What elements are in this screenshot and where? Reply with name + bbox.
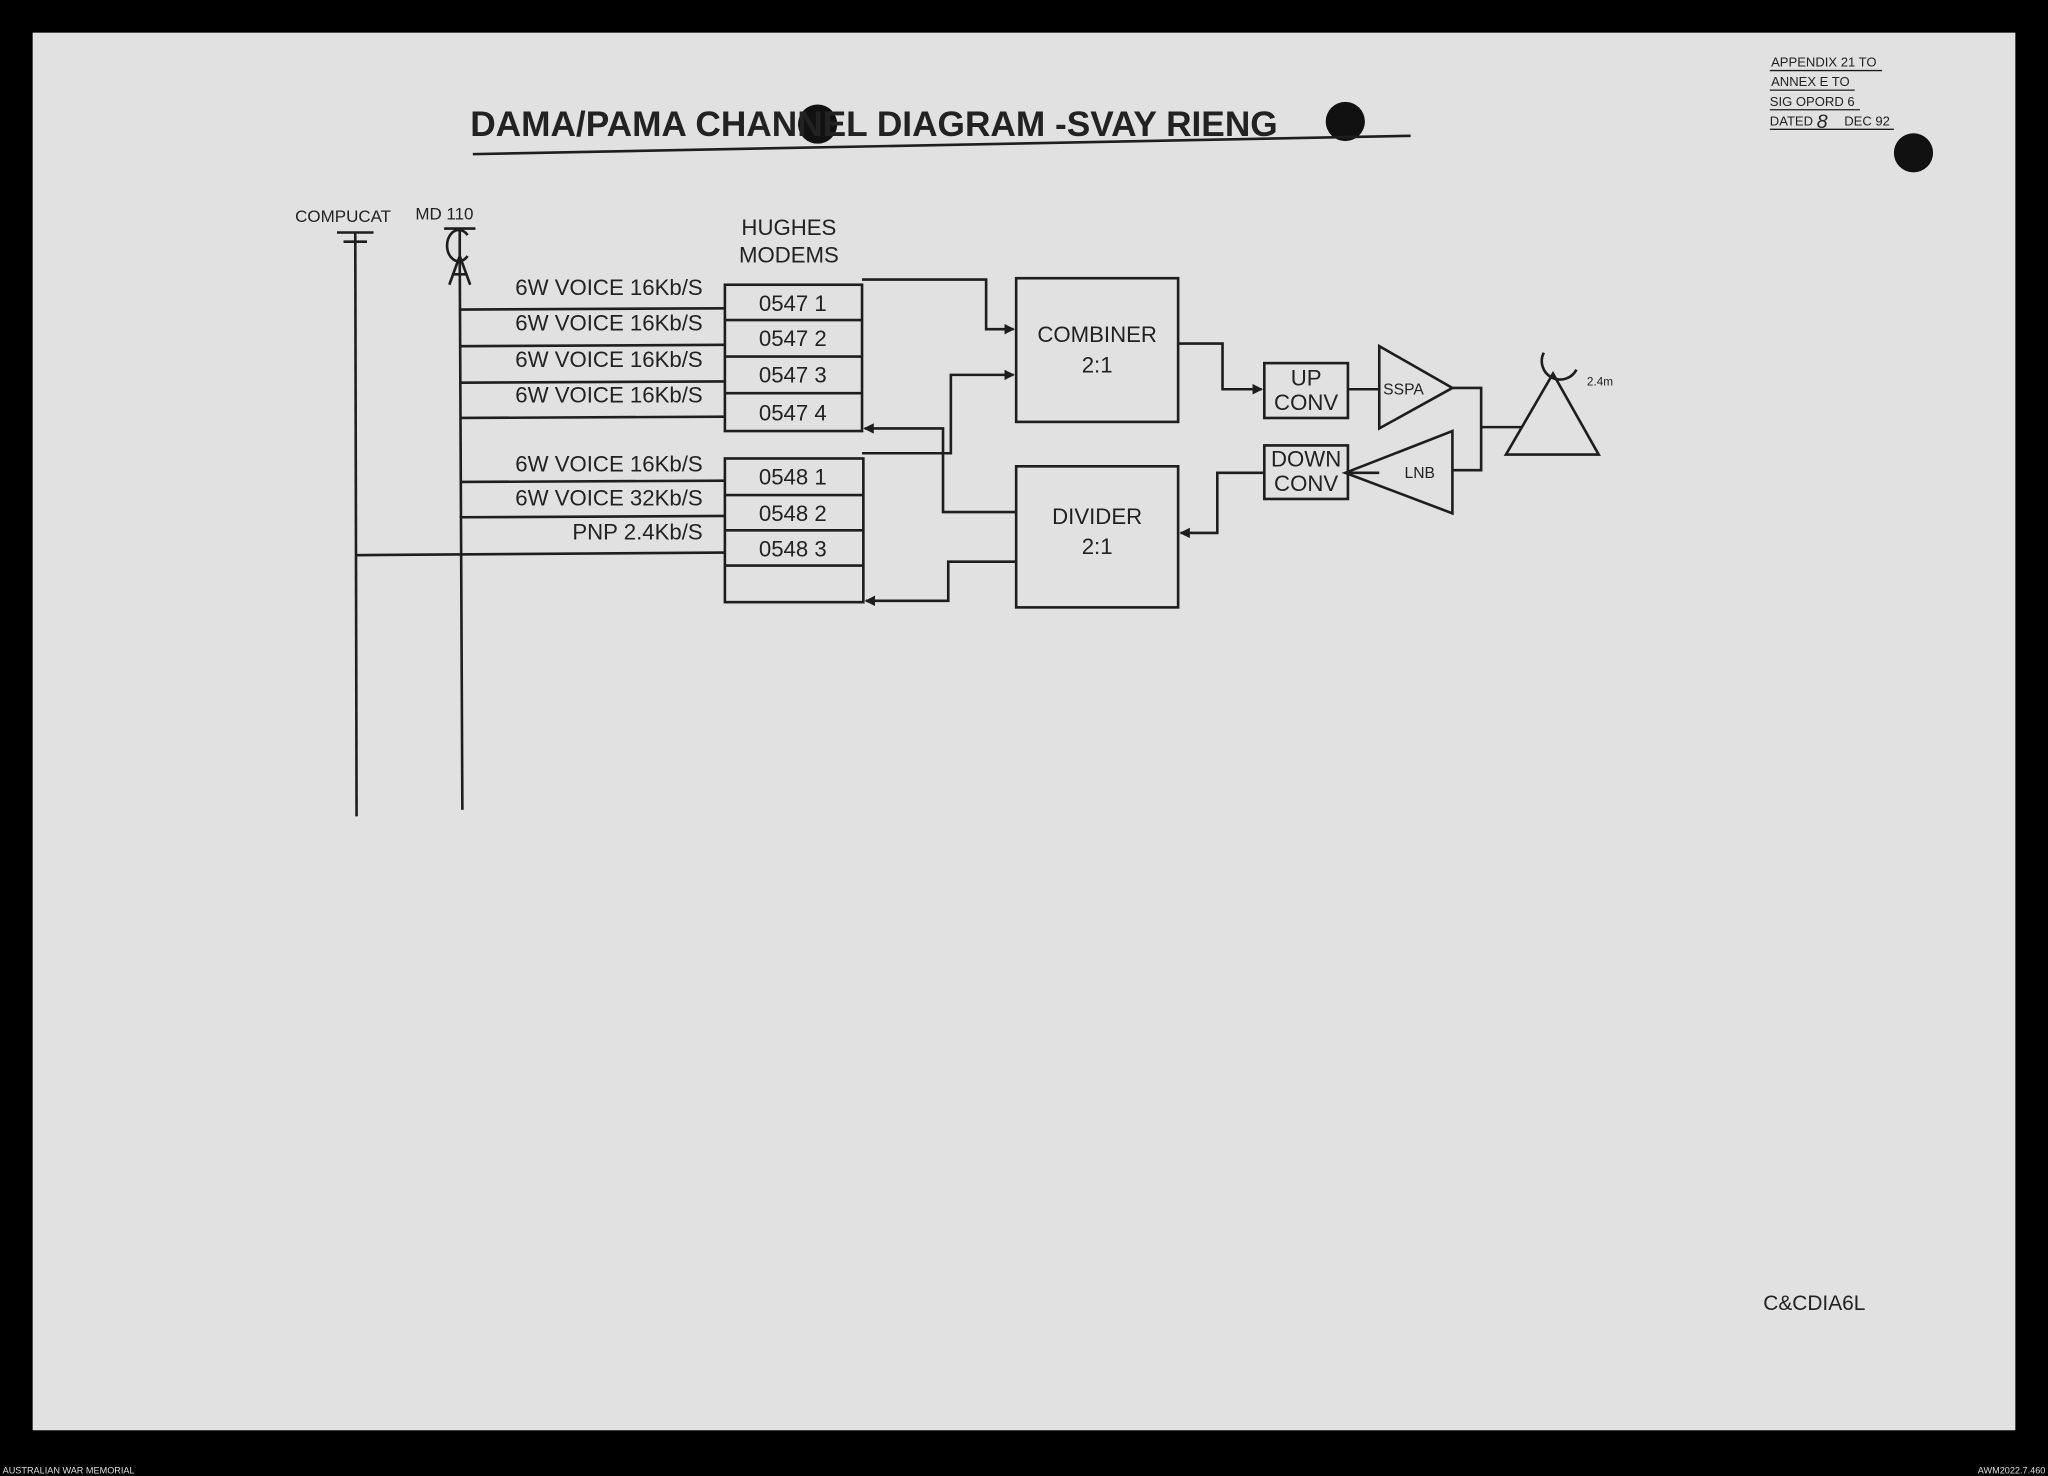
divider-block: DIVIDER 2:1 (1014, 465, 1180, 609)
compucat-terminal-icon (336, 231, 374, 817)
channel-label: 6W VOICE 16Kb/S (515, 275, 702, 300)
md110-terminal-icon (444, 227, 476, 810)
annex-line: ANNEX E TO (1771, 74, 1850, 89)
compucat-label: COMPUCAT (295, 207, 391, 226)
antenna-size-label: 2.4m (1587, 375, 1613, 388)
down-converter: DOWN CONV (1263, 444, 1350, 501)
modems-header: HUGHES (741, 215, 836, 240)
modem-id: 0547 2 (759, 326, 827, 351)
punch-hole (798, 104, 838, 144)
channel-labels: 6W VOICE 16Kb/S 6W VOICE 16Kb/S 6W VOICE… (515, 275, 702, 544)
modem-id: 0548 2 (759, 501, 827, 526)
svg-text:CONV: CONV (1274, 390, 1338, 415)
channel-label: 6W VOICE 32Kb/S (515, 485, 702, 510)
svg-text:CONV: CONV (1274, 471, 1338, 496)
modem-id: 0547 4 (759, 401, 827, 426)
up-converter: UP CONV (1263, 361, 1350, 420)
modems-header: MODEMS (739, 243, 839, 268)
dated-label: DATED (1770, 113, 1813, 128)
svg-text:DIVIDER: DIVIDER (1052, 504, 1142, 529)
punch-hole (1893, 133, 1934, 173)
appendix-line: APPENDIX 21 TO (1771, 55, 1876, 70)
paper (32, 32, 2016, 1431)
dated-day-handwritten: 8 (1817, 111, 1828, 133)
svg-text:DOWN: DOWN (1271, 446, 1341, 471)
signal-connections (862, 278, 1522, 607)
combiner-block: COMBINER 2:1 (1014, 276, 1180, 424)
channel-label: 6W VOICE 16Kb/S (515, 347, 702, 372)
channel-label: 6W VOICE 16Kb/S (515, 310, 702, 335)
modem-id: 0548 1 (759, 465, 827, 490)
punch-hole (1325, 101, 1365, 142)
svg-text:COMBINER: COMBINER (1037, 322, 1157, 347)
channel-label: 6W VOICE 16Kb/S (515, 452, 702, 477)
md110-label: MD 110 (415, 204, 473, 223)
satellite-antenna-icon: 2.4m (1503, 352, 1613, 456)
svg-text:2:1: 2:1 (1082, 352, 1113, 377)
page-title: DAMA/PAMA CHANNEL DIAGRAM -SVAY RIENG (470, 105, 1278, 144)
dated-month-year: DEC 92 (1844, 113, 1890, 128)
modem-group-0547: 0547 1 0547 2 0547 3 0547 4 (723, 283, 864, 433)
modem-id: 0547 1 (759, 291, 827, 316)
modem-id: 0548 3 (759, 536, 827, 561)
sspa-amplifier-icon: SSPA (1377, 343, 1456, 431)
title-underline (472, 134, 1411, 156)
reference-code: C&CDIA6L (1763, 1292, 1865, 1315)
channel-lines (355, 306, 725, 557)
svg-text:2:1: 2:1 (1082, 534, 1113, 559)
lnb-amplifier-icon: LNB (1341, 429, 1454, 516)
svg-text:LNB: LNB (1405, 465, 1435, 482)
modem-group-0548: 0548 1 0548 2 0548 3 (723, 457, 865, 604)
footer-accession-number: AWM2022.7.460 (1978, 1465, 2046, 1475)
modem-id: 0547 3 (759, 363, 827, 388)
footer-institution: AUSTRALIAN WAR MEMORIAL (3, 1465, 135, 1475)
svg-text:UP: UP (1291, 365, 1322, 390)
appendix-block: APPENDIX 21 TO ANNEX E TO SIG OPORD 6 DA… (1770, 55, 1894, 133)
opord-line: SIG OPORD 6 (1770, 94, 1855, 109)
channel-label: 6W VOICE 16Kb/S (515, 382, 702, 407)
channel-label: PNP 2.4Kb/S (572, 519, 702, 544)
svg-text:SSPA: SSPA (1383, 381, 1424, 398)
